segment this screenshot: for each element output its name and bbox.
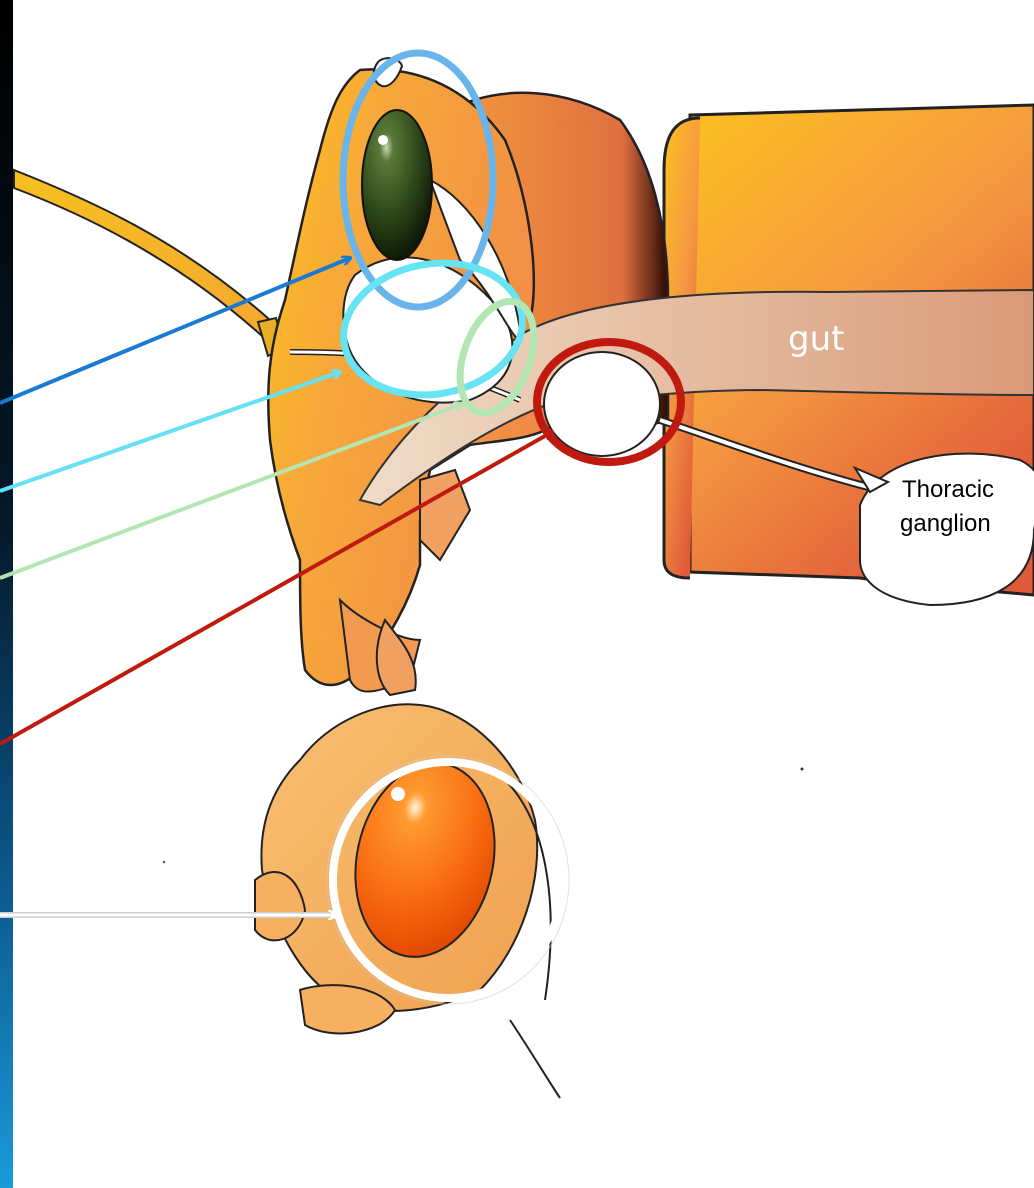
speck bbox=[163, 861, 165, 863]
thoracic-label-line1: Thoracic bbox=[902, 476, 994, 503]
antenna bbox=[14, 170, 284, 356]
subesophageal-ganglion bbox=[544, 352, 660, 456]
speck bbox=[801, 768, 804, 771]
gut-label: gut bbox=[788, 319, 844, 359]
thoracic-label-line2: ganglion bbox=[900, 510, 991, 537]
thoracic-ganglion-bubble: Thoracic ganglion bbox=[855, 454, 1034, 605]
